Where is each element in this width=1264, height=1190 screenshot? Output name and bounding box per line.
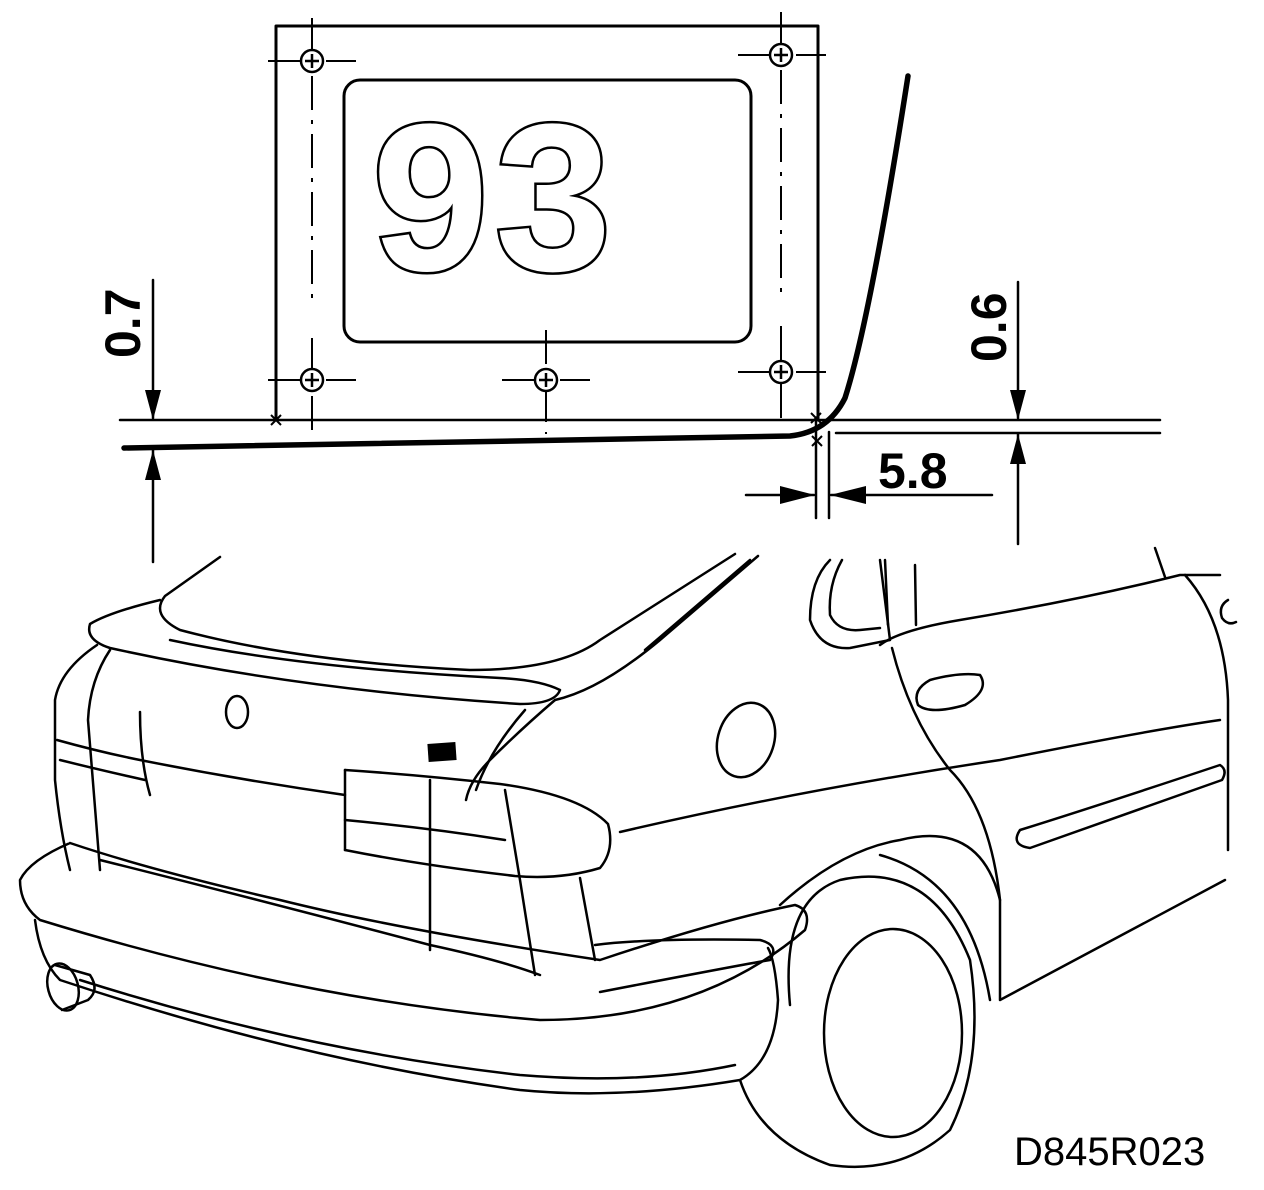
dimension-label-horizontal: 5.8: [878, 443, 948, 499]
figure-code-label: D845R023: [1014, 1130, 1205, 1174]
body-contour-line: [121, 73, 911, 451]
dimension-left: [145, 278, 161, 564]
mounting-template: [274, 24, 820, 422]
badge-outline-box: [342, 78, 753, 344]
badge-lettering: 93: [370, 78, 618, 318]
dimension-label-right: 0.6: [961, 292, 1017, 362]
hole-bottom-left: [268, 338, 356, 432]
hole-top-left: [268, 18, 356, 300]
dimension-label-left: 0.7: [95, 288, 151, 358]
car-rear-illustration: [18, 546, 1238, 1169]
dimension-horizontal: [744, 486, 994, 504]
reference-lines: [118, 412, 1162, 520]
hole-top-right: [738, 12, 826, 300]
mounting-holes: [268, 12, 826, 434]
template-frame: [274, 24, 820, 422]
hole-bottom-center: [502, 330, 590, 434]
hole-bottom-right: [738, 326, 826, 422]
dimension-right: [1010, 280, 1026, 546]
badge-93-text: 93: [372, 80, 618, 315]
